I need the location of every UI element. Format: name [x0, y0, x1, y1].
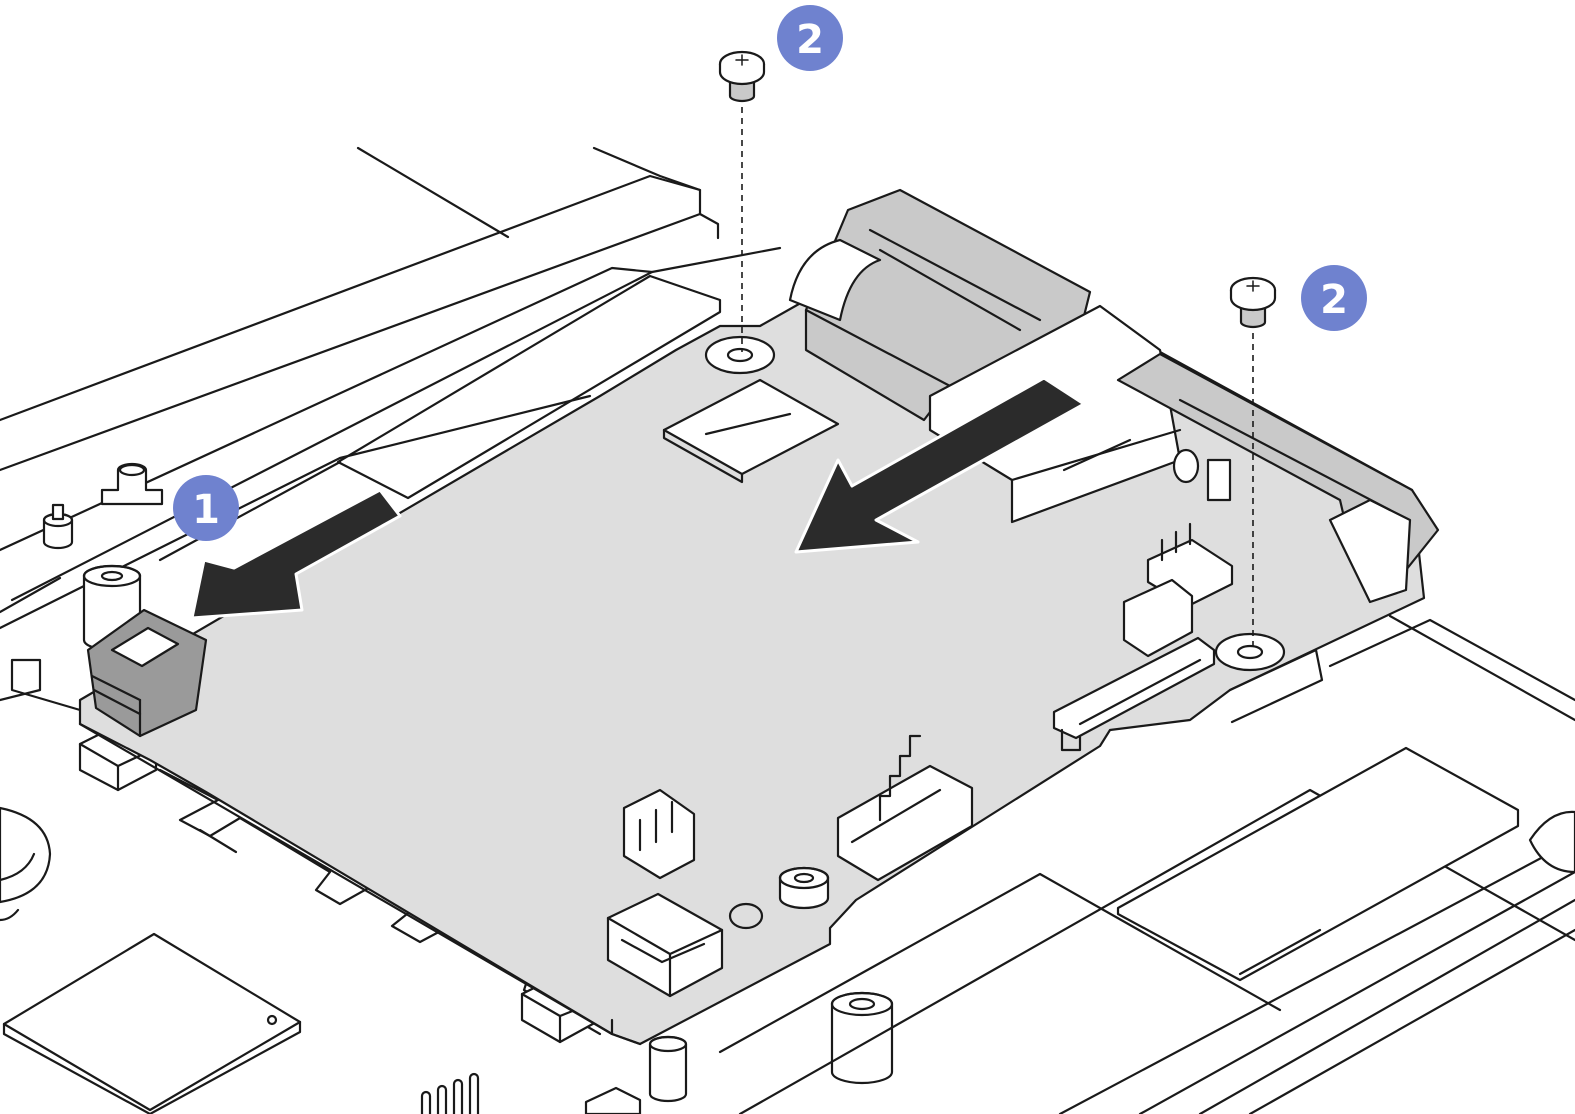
- board-screw-hole: [704, 335, 776, 375]
- card-slot: [662, 378, 840, 484]
- pin-header: [836, 734, 974, 882]
- callout-number: 2: [796, 17, 824, 63]
- edge-slot: [1052, 636, 1216, 752]
- direction-arrow-icon: [190, 488, 402, 620]
- pin-header: [622, 788, 696, 880]
- chassis: [0, 146, 1575, 1114]
- callout-badge-icon: 1: [173, 475, 239, 541]
- pin-header: [1122, 522, 1234, 658]
- rear-io-connector: [788, 188, 1440, 604]
- screw: [1229, 276, 1277, 650]
- release-latch: [86, 608, 208, 738]
- callout-number: 2: [1320, 277, 1348, 323]
- small-connector: [606, 892, 724, 998]
- screw: [718, 50, 766, 352]
- callout-badge-icon: 2: [1301, 265, 1367, 331]
- callout-badge-icon: 2: [777, 5, 843, 71]
- system-board: [78, 188, 1440, 1046]
- callout-number: 1: [192, 487, 220, 533]
- direction-arrow-icon: [794, 376, 1086, 554]
- board-screw-hole: [1214, 632, 1286, 672]
